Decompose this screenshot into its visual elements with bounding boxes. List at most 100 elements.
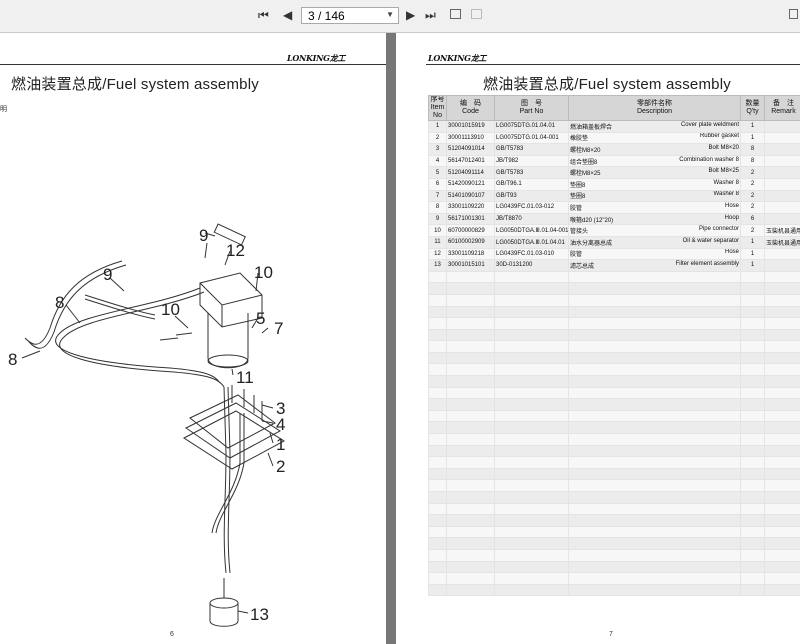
cell-code: 51204091114 — [446, 166, 495, 179]
description-cn: 垫圈8 — [570, 182, 586, 189]
callout-label: 1 — [276, 435, 285, 454]
empty-table-row — [428, 328, 800, 342]
single-page-view-icon[interactable] — [450, 9, 461, 19]
cell-no: 4 — [428, 154, 447, 168]
cell-part-no: JB/T8870 — [494, 212, 569, 226]
cell-qty: 1 — [740, 235, 765, 249]
page-number: 6 — [170, 631, 174, 638]
page-title: 燃油装置总成/Fuel system assembly — [483, 76, 731, 93]
previous-page-icon[interactable]: ◀ — [283, 8, 293, 22]
description-en: Bolt M8×25 — [708, 168, 739, 175]
side-mark: 明 — [0, 106, 7, 113]
empty-table-row — [428, 456, 800, 469]
page-number-field[interactable]: 3 / 146 ▼ — [301, 7, 399, 24]
pdf-toolbar: ⏮ ◀ 3 / 146 ▼ ▶ ⏭ — [0, 0, 800, 33]
empty-table-row — [428, 560, 800, 574]
empty-table-row — [428, 293, 800, 307]
description-en: Cover plate weldment — [680, 121, 739, 128]
description-cn: 组合垫圈8 — [570, 159, 598, 166]
empty-table-row — [428, 351, 800, 365]
description-cn: 螺栓M8×20 — [570, 147, 601, 154]
description-cn: 管接头 — [570, 229, 589, 236]
first-page-icon[interactable]: ⏮ — [258, 8, 269, 22]
cell-part-no: GB/T5783 — [494, 166, 569, 179]
cell-code: 33001109220 — [446, 201, 495, 214]
empty-table-row — [428, 282, 800, 295]
callout-label: 4 — [276, 415, 285, 434]
cell-qty: 2 — [740, 224, 765, 237]
company-logo: LONKING龙工 — [287, 53, 346, 63]
empty-table-row — [428, 514, 800, 527]
empty-table-row — [428, 525, 800, 539]
description-en: Bolt M8×20 — [708, 144, 739, 151]
last-page-icon[interactable]: ⏭ — [425, 8, 436, 22]
cell-description: 喉箍d20 (12"20)Hoop — [568, 212, 741, 226]
cell-description: 燃油箱盖板焊合 Cover plate weldment — [568, 120, 741, 133]
cell-no: 7 — [428, 189, 447, 203]
description-cn: 喉箍d20 (12"20) — [570, 217, 614, 224]
empty-table-row — [428, 270, 800, 284]
callout-label: 7 — [274, 319, 283, 338]
description-cn: 胶管 — [570, 252, 583, 259]
cell-no: 8 — [428, 201, 447, 214]
callout-label: 10 — [254, 263, 273, 282]
description-en: Filter element assembly — [675, 260, 739, 267]
chevron-down-icon[interactable]: ▼ — [386, 10, 394, 19]
next-page-icon[interactable]: ▶ — [406, 8, 416, 22]
cell-remark — [764, 166, 800, 179]
cell-no: 13 — [428, 259, 447, 272]
cell-part-no: LG0075DTG.01.04.01 — [494, 120, 569, 133]
cover-plate — [189, 394, 276, 449]
header-rule — [0, 64, 386, 65]
empty-table-row — [428, 409, 800, 423]
cell-code: 51401090107 — [446, 189, 495, 203]
description-cn: 胶管 — [570, 205, 583, 212]
cell-description: 螺栓M8×20 Bolt M8×20 — [568, 143, 741, 156]
cell-remark: 玉柴机县通用 — [764, 224, 800, 237]
empty-table-row — [428, 444, 800, 458]
description-cn: 燃油箱盖板焊合 — [570, 124, 613, 131]
two-page-view-icon[interactable] — [471, 9, 482, 19]
cell-no: 10 — [428, 224, 447, 237]
cell-code: 30001015919 — [446, 120, 495, 133]
description-en: Hose — [724, 202, 739, 209]
cell-qty: 2 — [740, 201, 765, 214]
callout-labels: 9 12 10 9 8 10 5 7 8 11 3 4 1 2 13 — [8, 226, 285, 624]
cell-part-no: GB/T93 — [494, 189, 569, 203]
cell-qty: 1 — [740, 259, 765, 272]
callout-label: 9 — [103, 265, 112, 284]
description-cn: 油水分离器总成 — [570, 240, 613, 247]
callout-label: 8 — [55, 293, 64, 312]
cell-part-no: LG0439FC.01.03-010 — [494, 247, 569, 261]
callout-label: 5 — [256, 309, 265, 328]
cell-remark — [764, 143, 800, 156]
cell-remark — [764, 120, 800, 133]
panel-toggle-icon[interactable] — [789, 9, 798, 19]
description-en: Combination washer 8 — [679, 156, 739, 163]
cell-no: 12 — [428, 247, 447, 261]
cell-remark — [764, 259, 800, 272]
cell-no: 3 — [428, 143, 447, 156]
page-number: 7 — [609, 631, 613, 638]
cell-part-no: LG0050DTGA.Ⅲ.01.04.01 — [494, 235, 569, 249]
document-viewer[interactable]: LONKING龙工 燃油装置总成/Fuel system assembly 明 — [0, 33, 800, 644]
cell-no: 6 — [428, 177, 447, 191]
callout-label: 9 — [199, 226, 208, 245]
cell-code: 33001109218 — [446, 247, 495, 261]
callout-label: 8 — [8, 350, 17, 369]
